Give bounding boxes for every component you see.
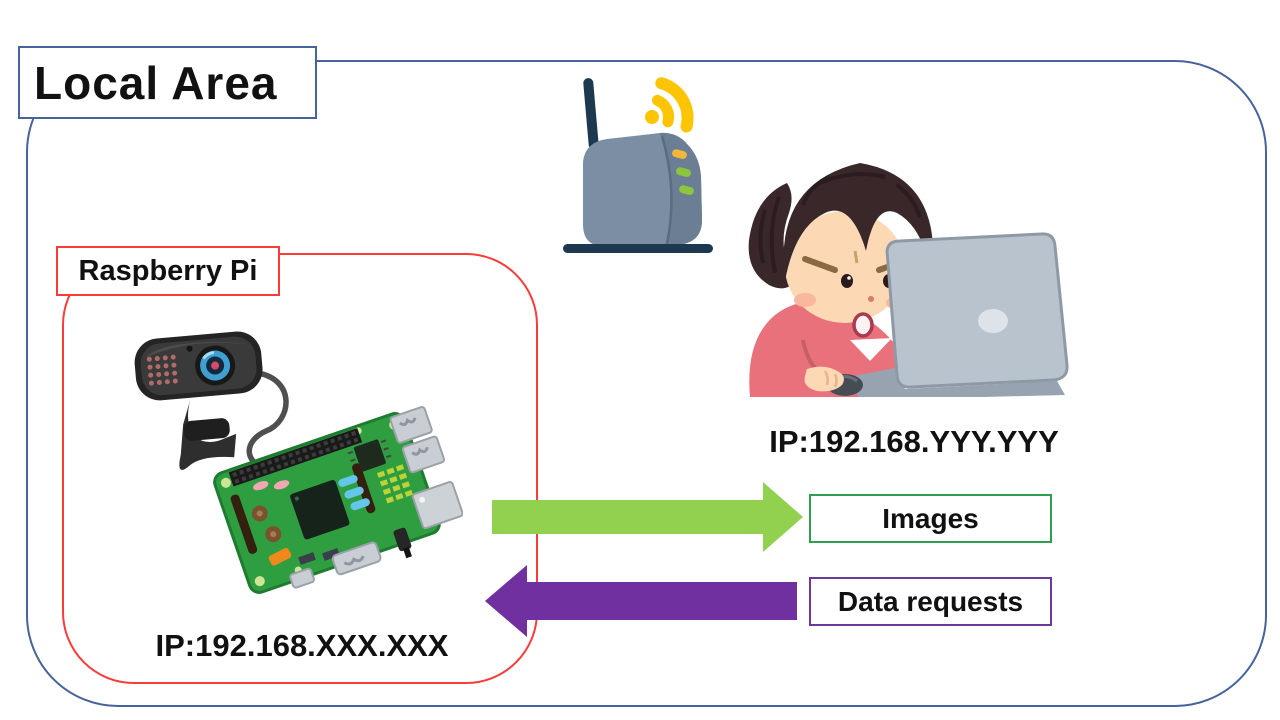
router-base [563,244,713,253]
usb-controller-chip [353,439,386,472]
mouth [852,312,874,338]
laptop-base [848,368,1065,397]
nose [868,296,874,302]
usb-ports [389,406,463,530]
soc-chip [290,480,350,540]
raspberry-pi-camera-illustration [134,331,463,594]
left-eyebrow [802,256,838,273]
data-requests-box-text: Data requests [837,585,1024,617]
raspberry-pi-board [213,406,463,594]
raspberry-pi-boundary [62,253,538,684]
laptop [848,232,1069,397]
laptop-lid [885,232,1069,389]
wifi-router-illustration [563,77,713,253]
local-area-boundary [26,60,1267,707]
raspberry-pi-label: Raspberry Pi [56,246,280,296]
data-requests-box: Data requests [809,577,1052,626]
user-laptop-illustration [748,163,1069,397]
mic-dot [186,345,193,352]
local-area-title: Local Area [18,46,317,119]
images-box-text: Images [882,502,979,534]
header-pads [376,464,413,504]
hair [783,163,934,281]
usb-cable [246,370,289,471]
router-antenna-icon [583,78,599,150]
images-box: Images [809,494,1052,543]
mouse-and-hand [804,366,863,396]
micro-usb-port [289,567,315,589]
laptop-logo [978,309,1008,333]
collar [850,338,892,361]
gpio-pins [228,428,363,487]
local-area-title-text: Local Area [34,56,278,109]
webcam [134,331,263,470]
left-eye [841,274,853,288]
webcam-stand [179,397,237,470]
audio-jack [393,527,412,552]
raspberry-pi-label-text: Raspberry Pi [78,254,258,287]
camera-lens-icon [195,345,236,386]
ethernet-port [411,481,463,530]
speaker-dots [146,354,178,386]
hdmi-port [331,541,382,576]
client-ip: IP:192.168.YYY.YYY [769,424,1059,459]
hand [804,366,844,392]
raspberry-pi-ip: IP:192.168.XXX.XXX [155,628,449,663]
wifi-icon [645,77,694,133]
router-led-lights [672,149,694,195]
